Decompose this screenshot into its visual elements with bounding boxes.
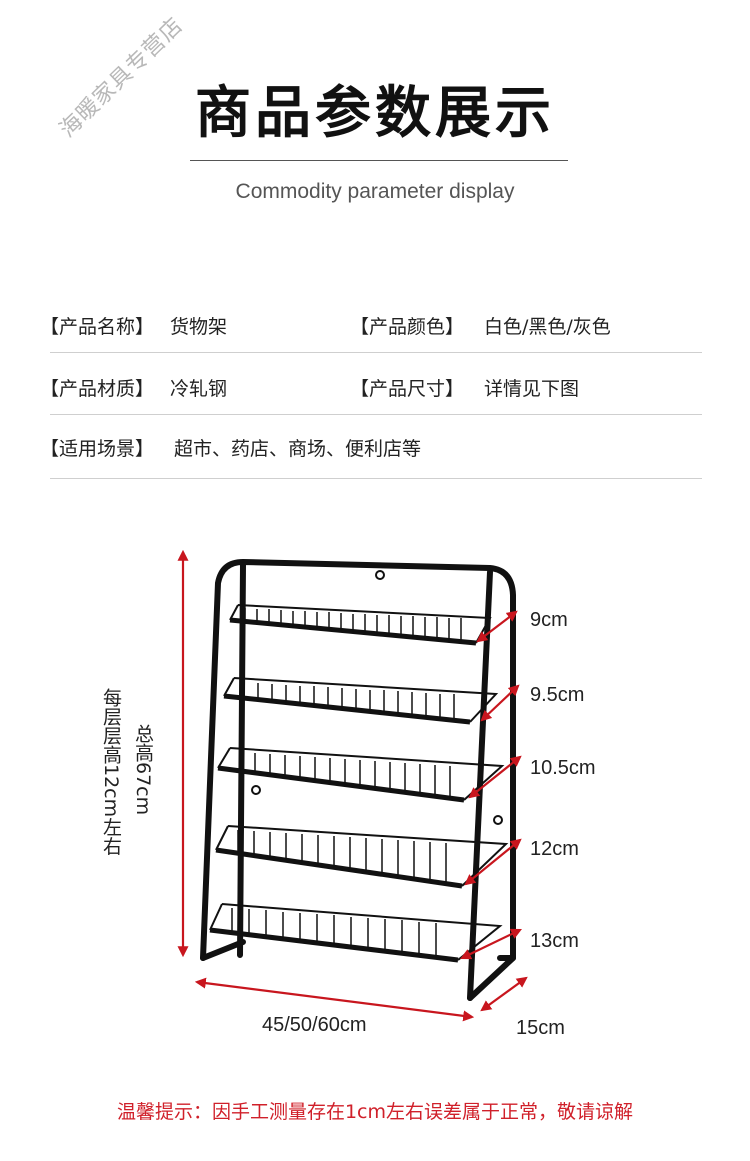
param-label-usage: 【适用场景】 bbox=[40, 438, 155, 460]
title-divider bbox=[190, 160, 568, 161]
total-height-label: 总高67cm bbox=[132, 724, 154, 816]
frame-foot-left bbox=[200, 939, 246, 961]
width-arrow bbox=[194, 977, 475, 1022]
depth-label: 15cm bbox=[516, 1017, 565, 1039]
param-value-name: 货物架 bbox=[170, 316, 228, 338]
param-value-material: 冷轧钢 bbox=[170, 378, 228, 400]
param-value-color: 白色/黑色/灰色 bbox=[484, 316, 611, 338]
dimension-arrows bbox=[177, 549, 528, 1022]
param-divider bbox=[50, 478, 702, 479]
shelf-depth-arrow-5 bbox=[460, 928, 522, 960]
param-label-color: 【产品颜色】 bbox=[350, 316, 465, 338]
hanging-hole-icon bbox=[375, 570, 385, 580]
shelf-depth-label-1: 9cm bbox=[530, 609, 568, 631]
shelf-tier-3 bbox=[217, 747, 505, 803]
param-label-name: 【产品名称】 bbox=[40, 316, 155, 338]
frame-outer bbox=[200, 559, 516, 961]
shelf-depth-label-5: 13cm bbox=[530, 930, 579, 952]
frame-back-left bbox=[237, 562, 246, 958]
param-divider bbox=[50, 352, 702, 353]
shelf-depth-arrow-1 bbox=[476, 610, 518, 643]
param-label-size: 【产品尺寸】 bbox=[350, 378, 465, 400]
shelf-depth-label-2: 9.5cm bbox=[530, 684, 585, 706]
param-value-usage: 超市、药店、商场、便利店等 bbox=[174, 438, 422, 460]
shelf-tier-4 bbox=[215, 825, 509, 889]
param-divider bbox=[50, 414, 702, 415]
page-subtitle: Commodity parameter display bbox=[235, 180, 515, 203]
shelf-tier-5 bbox=[209, 903, 503, 963]
shelf-depth-label-4: 12cm bbox=[530, 838, 579, 860]
depth-arrow bbox=[480, 976, 528, 1012]
page-title: 商品参数展示 bbox=[195, 81, 555, 146]
hanging-hole-icon bbox=[493, 815, 503, 825]
shelf-depth-label-3: 10.5cm bbox=[530, 757, 596, 779]
shelf-depth-arrow-4 bbox=[464, 838, 522, 886]
hanging-hole-icon bbox=[251, 785, 261, 795]
measurement-notice: 温馨提示：因手工测量存在1cm左右误差属于正常，敬请谅解 bbox=[116, 1101, 634, 1123]
shelf-depth-arrow-2 bbox=[480, 684, 520, 722]
shelf-tier-1 bbox=[229, 604, 492, 646]
param-label-material: 【产品材质】 bbox=[40, 378, 155, 400]
layer-height-label: 每层层高12cm左右 bbox=[100, 688, 122, 856]
shelf-tier-2 bbox=[223, 677, 499, 725]
shelf-depth-arrow-3 bbox=[468, 755, 522, 799]
width-label: 45/50/60cm bbox=[262, 1014, 367, 1036]
param-value-size: 详情见下图 bbox=[484, 378, 580, 400]
